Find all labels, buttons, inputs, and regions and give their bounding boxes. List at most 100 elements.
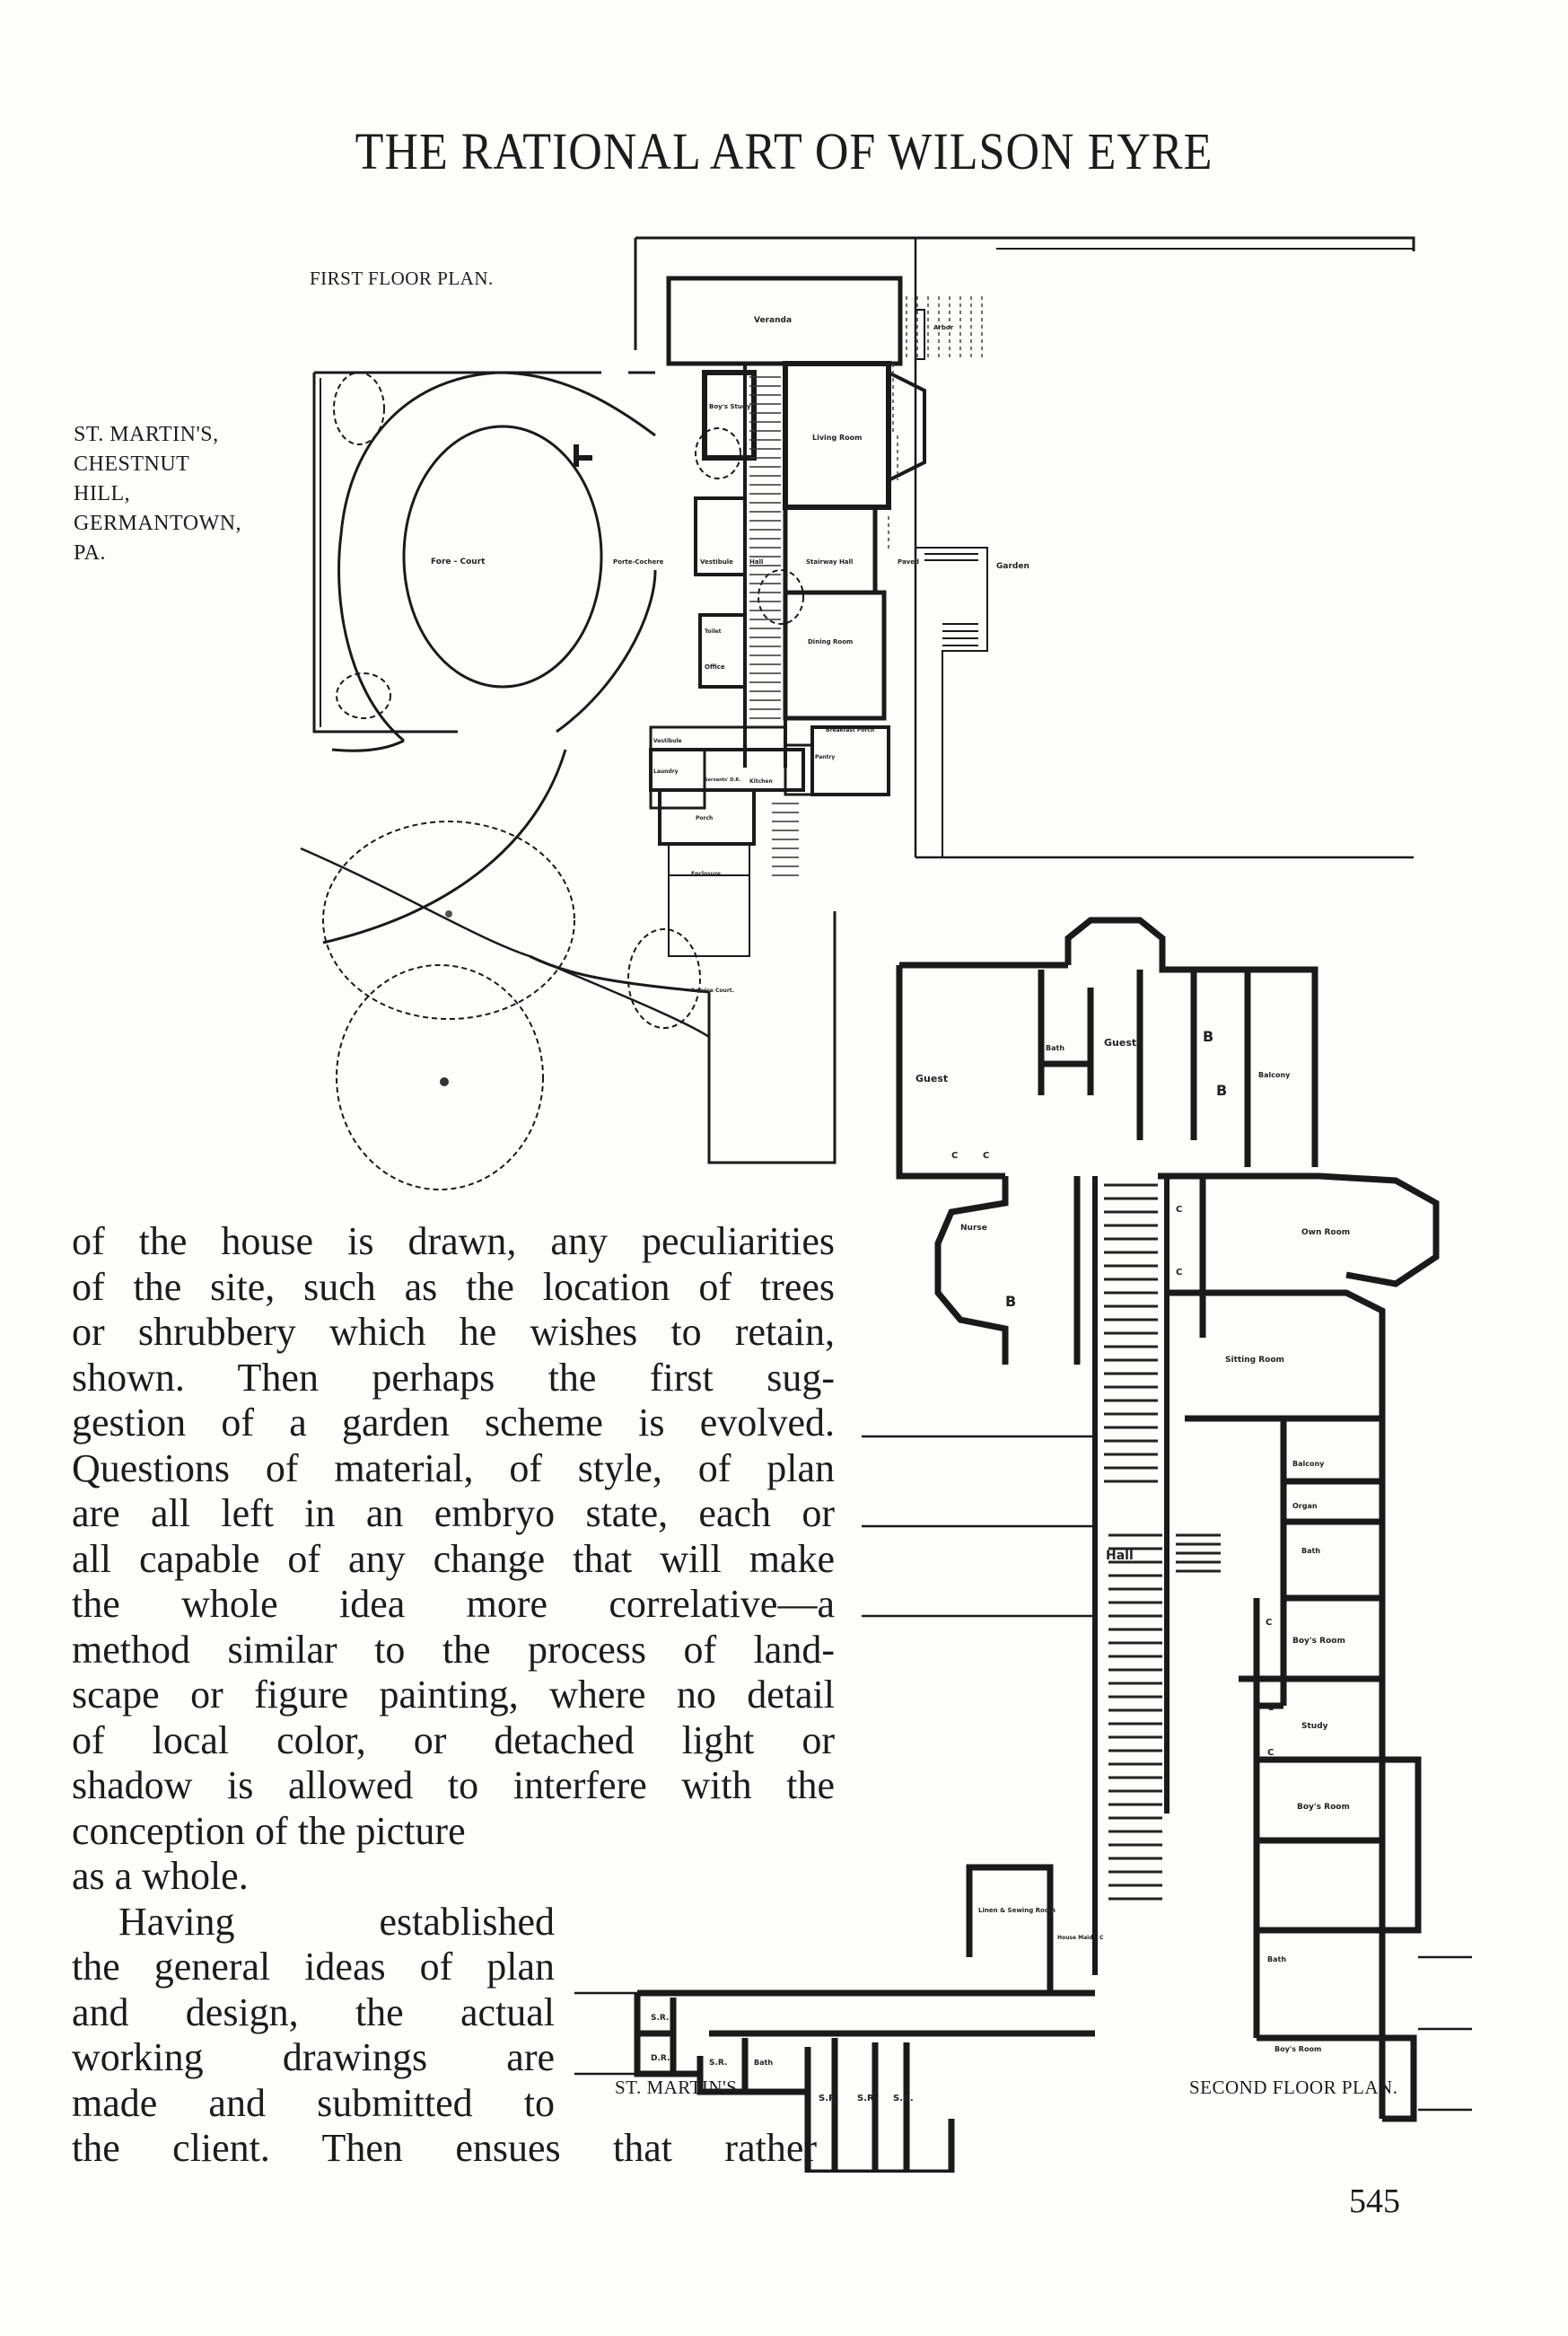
room-label-servants-room: S.R. bbox=[857, 2094, 878, 2103]
second-floor-staircase bbox=[1104, 1183, 1221, 1901]
terrace-lines bbox=[574, 1435, 1472, 2173]
room-label-toilet: Toilet bbox=[705, 628, 722, 635]
garden-steps bbox=[915, 309, 988, 857]
closet-label: C bbox=[1267, 1703, 1274, 1713]
room-label-paved: Paved bbox=[898, 558, 919, 566]
room-label-b: B bbox=[1005, 1293, 1016, 1310]
room-label-veranda: Veranda bbox=[754, 316, 792, 325]
body-line: the whole idea more correlative—a bbox=[72, 1582, 835, 1626]
body-line: of the site, such as the location of tre… bbox=[72, 1264, 835, 1309]
body-line: and design, the actual bbox=[72, 1989, 555, 2034]
room-label-hall: Hall bbox=[749, 558, 763, 566]
room-label-servants-dr: Servants' D.R. bbox=[705, 777, 740, 783]
room-label-bath: Bath bbox=[1267, 1955, 1286, 1963]
body-text: of the house is drawn, any peculiarities… bbox=[72, 1219, 835, 2172]
second-floor-left-caption: ST. MARTIN'S. bbox=[615, 2077, 743, 2098]
house-walls bbox=[574, 276, 926, 957]
room-label-bath: Bath bbox=[1301, 1547, 1320, 1555]
room-label-garden: Garden bbox=[996, 562, 1029, 571]
body-line: conception of the picture bbox=[72, 1808, 466, 1853]
room-label-boys-study: Boy's Study bbox=[709, 403, 751, 410]
site-caption-line: CHESTNUT bbox=[74, 452, 190, 476]
room-label-housemaids-closet: House Maid's C bbox=[1057, 1935, 1104, 1941]
room-label-vestibule-side: Vestibule bbox=[653, 738, 682, 744]
first-floor-plan-caption: FIRST FLOOR PLAN. bbox=[310, 268, 494, 289]
room-label-linen-sewing: Linen & Sewing Room bbox=[978, 1907, 1056, 1914]
room-label-fore-court: Fore - Court bbox=[431, 558, 486, 566]
body-line: as a whole. bbox=[72, 1854, 249, 1898]
room-label-balcony: Balcony bbox=[1258, 1071, 1291, 1079]
room-label-hall: Hall bbox=[1106, 1549, 1134, 1563]
second-floor-walls bbox=[634, 917, 1440, 2173]
site-caption-line: GERMANTOWN, bbox=[74, 512, 242, 535]
body-line: scape or figure painting, where no detai… bbox=[72, 1673, 835, 1717]
room-label-servants-room: S.R. bbox=[819, 2094, 839, 2103]
second-floor-room-labels: Guest Bath Guest B B Balcony Nurse B Own… bbox=[651, 1028, 1350, 2103]
room-label-servants-room: S.R. bbox=[709, 2059, 727, 2068]
site-caption-line: PA. bbox=[74, 541, 106, 565]
site-caption-line: ST. MARTIN'S, bbox=[74, 423, 219, 446]
body-line: are all left in an embryo state, each or bbox=[72, 1491, 835, 1535]
closet-label: C bbox=[1176, 1205, 1182, 1215]
body-line: working drawings are bbox=[72, 2035, 555, 2079]
body-line: the general ideas of plan bbox=[72, 1945, 555, 1989]
body-line: method similar to the process of land- bbox=[72, 1627, 835, 1672]
closet-label: C bbox=[1267, 1748, 1274, 1758]
second-floor-plan-drawing: Guest Bath Guest B B Balcony Nurse B Own… bbox=[574, 917, 1472, 2173]
body-line: shadow is allowed to interfere with the bbox=[72, 1763, 835, 1807]
body-line: shown. Then perhaps the first sug- bbox=[72, 1355, 835, 1400]
closet-label: C bbox=[983, 1151, 989, 1161]
closet-label: C bbox=[951, 1151, 958, 1161]
forecourt-drive bbox=[300, 371, 837, 1164]
room-label-b: B bbox=[1216, 1082, 1227, 1099]
page-number: 545 bbox=[1349, 2182, 1400, 2220]
body-line: of the house is drawn, any peculiarities bbox=[72, 1219, 835, 1263]
room-label-dining-room: Dining Room bbox=[808, 638, 853, 645]
room-label-pantry: Pantry bbox=[815, 754, 835, 760]
room-label-arbor: Arbor bbox=[933, 324, 954, 331]
room-label-living-room: Living Room bbox=[812, 434, 863, 442]
room-label-bath: Bath bbox=[1046, 1044, 1064, 1052]
room-label-kitchen: Kitchen bbox=[749, 778, 773, 785]
body-line: made and submitted to bbox=[72, 2080, 555, 2125]
room-label-porch: Porch bbox=[696, 815, 713, 821]
room-label-nurse: Nurse bbox=[960, 1224, 987, 1233]
site-caption: ST. MARTIN'S, CHESTNUT HILL, GERMANTOWN,… bbox=[74, 420, 241, 568]
first-floor-plan-drawing: Veranda Arbor Boy's Study Living Room Fo… bbox=[300, 236, 1415, 1190]
site-caption-line: HILL, bbox=[74, 482, 131, 505]
room-label-bath: Bath bbox=[754, 2059, 773, 2067]
room-label-boys-room: Boy's Room bbox=[1297, 1803, 1350, 1812]
room-label-organ: Organ bbox=[1292, 1502, 1318, 1510]
site-boundary bbox=[312, 236, 1415, 859]
room-label-b: B bbox=[1203, 1028, 1213, 1045]
body-line: of local color, or detached light or bbox=[72, 1717, 835, 1762]
tree-icons bbox=[322, 372, 804, 1190]
room-label-study: Study bbox=[1301, 1722, 1328, 1731]
room-label-porte-cochere: Porte-Cochere bbox=[613, 558, 664, 566]
room-label-sitting-room: Sitting Room bbox=[1225, 1356, 1284, 1365]
body-line: or shrubbery which he wishes to retain, bbox=[72, 1310, 835, 1354]
room-label-servants-room: S.R. bbox=[893, 2094, 914, 2103]
room-label-vestibule: Vestibule bbox=[700, 558, 733, 566]
body-line: Having established bbox=[118, 1899, 555, 1944]
room-label-breakfast-porch: Breakfast Porch bbox=[826, 727, 874, 733]
second-floor-plan-caption: SECOND FLOOR PLAN. bbox=[1189, 2077, 1398, 2098]
room-label-service-court: Service Court. bbox=[691, 988, 734, 994]
room-label-enclosure: Enclosure bbox=[691, 871, 721, 877]
room-label-guest: Guest bbox=[915, 1073, 948, 1085]
room-label-boys-room: Boy's Room bbox=[1292, 1637, 1345, 1646]
room-label-guest: Guest bbox=[1104, 1037, 1136, 1049]
room-label-office: Office bbox=[705, 663, 725, 671]
room-label-own-room: Own Room bbox=[1301, 1228, 1350, 1237]
room-label-stairway-hall: Stairway Hall bbox=[806, 558, 853, 566]
room-label-balcony: Balcony bbox=[1292, 1460, 1325, 1468]
room-label-servants-room: S.R. bbox=[651, 2014, 669, 2023]
room-label-boys-room: Boy's Room bbox=[1275, 2045, 1321, 2053]
body-line: Questions of material, of style, of plan bbox=[72, 1445, 835, 1490]
closet-label: C bbox=[1176, 1268, 1182, 1278]
room-label-dining-room: D.R. bbox=[651, 2054, 670, 2063]
body-line: gestion of a garden scheme is evolved. bbox=[72, 1401, 835, 1445]
closet-label: C bbox=[1266, 1618, 1272, 1628]
body-line: all capable of any change that will make bbox=[72, 1536, 835, 1581]
staircase-hatch bbox=[749, 376, 799, 876]
